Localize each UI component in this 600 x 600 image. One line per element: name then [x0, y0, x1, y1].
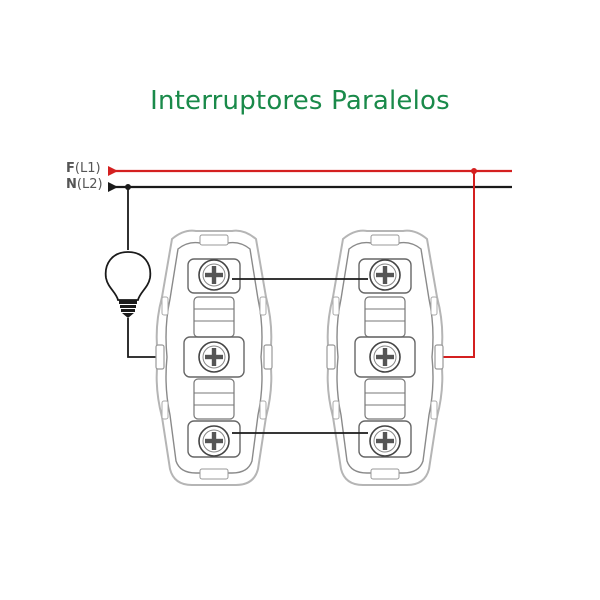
switch-right [327, 231, 443, 485]
switch-left [156, 231, 272, 485]
neutral-suffix: (L2) [76, 177, 103, 192]
diagram-title: Interruptores Paralelos [150, 86, 450, 116]
phase-line-label: F(L1) [66, 162, 101, 176]
phase-arrow [108, 166, 118, 176]
phase-letter: F [66, 161, 75, 176]
neutral-line-label: N(L2) [66, 178, 103, 192]
neutral-letter: N [66, 177, 77, 192]
light-bulb-icon [104, 251, 152, 318]
phase-suffix: (L1) [74, 161, 101, 176]
neutral-arrow [108, 182, 118, 192]
